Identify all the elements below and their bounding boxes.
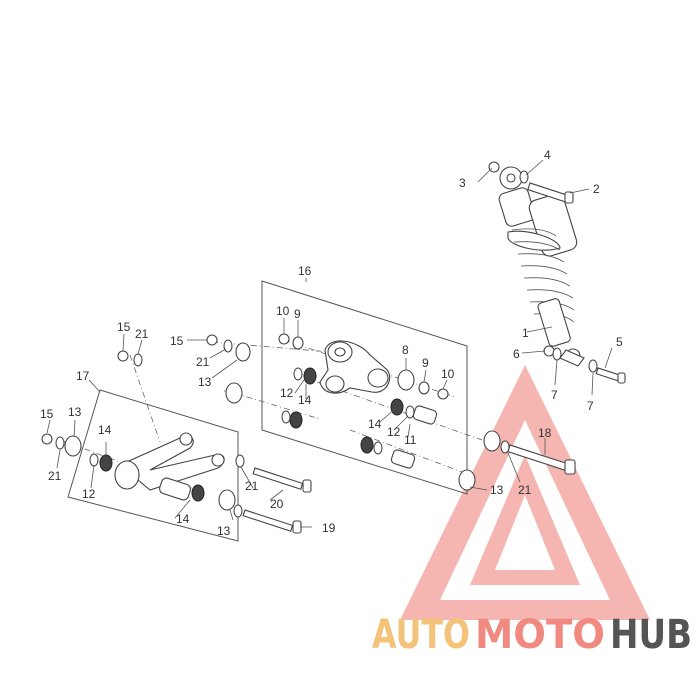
callout-9a: 9 [294, 307, 301, 321]
washer-7a [552, 347, 562, 361]
callout-14a: 14 [298, 393, 312, 407]
washer-9b [418, 381, 430, 395]
washer-7b [588, 359, 598, 373]
watermark-text-moto: MOTO [475, 612, 605, 658]
callout-13a: 13 [198, 375, 212, 389]
washers-right [218, 430, 510, 518]
callout-9b: 9 [422, 356, 429, 370]
callout-7a: 7 [551, 388, 558, 402]
callout-15c: 15 [40, 407, 54, 421]
bearings-rocker [281, 367, 415, 455]
callout-8: 8 [402, 343, 409, 357]
callout-1: 1 [522, 326, 529, 340]
callout-18: 18 [538, 426, 552, 440]
watermark-logo [400, 365, 650, 620]
group-frame-17 [67, 389, 239, 542]
nut-10b [437, 388, 449, 400]
connecting-rod [89, 432, 225, 502]
callout-21d: 21 [245, 479, 259, 493]
callout-14b: 14 [368, 417, 382, 431]
callout-7b: 7 [587, 399, 594, 413]
callout-20: 20 [270, 497, 284, 511]
callout-10b: 10 [441, 367, 455, 381]
shock-bolt-top [527, 182, 574, 204]
shock-absorber [498, 166, 585, 367]
callout-21c: 21 [48, 469, 62, 483]
callout-4: 4 [544, 148, 551, 162]
callout-13b: 13 [68, 405, 82, 419]
callout-2: 2 [593, 182, 600, 196]
callout-12b: 12 [387, 425, 401, 439]
callout-14c: 14 [98, 423, 112, 437]
nut-3 [488, 161, 500, 173]
watermark-wordmark: AUTO MOTO HUB [372, 612, 692, 658]
callout-17: 17 [76, 369, 90, 383]
bolt-20 [252, 467, 312, 493]
spacer-11 [390, 405, 438, 469]
callout-labels: 1 2 3 4 5 6 7 7 8 9 9 10 10 11 12 12 12 … [40, 148, 623, 538]
washer-9a [292, 336, 304, 350]
callout-10a: 10 [276, 304, 290, 318]
callout-13d: 13 [490, 483, 504, 497]
callout-16: 16 [298, 264, 312, 278]
callout-5: 5 [616, 335, 623, 349]
callout-11: 11 [404, 433, 417, 447]
callout-6: 6 [513, 347, 520, 361]
callout-12a: 12 [280, 386, 294, 400]
washer-4 [519, 170, 529, 184]
nut-10a [278, 333, 290, 345]
watermark-text-hub: HUB [610, 612, 692, 658]
callout-13c: 13 [217, 524, 231, 538]
callout-21b: 21 [196, 355, 210, 369]
bolt-19 [242, 509, 302, 534]
callout-21e: 21 [518, 483, 532, 497]
callout-21a: 21 [135, 327, 149, 341]
callout-15a: 15 [117, 320, 131, 334]
callout-15b: 15 [170, 334, 184, 348]
callout-12c: 12 [82, 487, 96, 501]
rocker-link [319, 340, 391, 394]
bushing-8 [397, 369, 415, 391]
group-frame-16 [261, 280, 468, 495]
callout-14d: 14 [176, 512, 190, 526]
watermark-text-auto: AUTO [372, 612, 470, 658]
callout-3: 3 [459, 176, 466, 190]
washers-left-rod [41, 433, 82, 457]
shock-bolt-bottom [595, 367, 626, 384]
callout-19: 19 [322, 521, 336, 535]
washers-left-group [117, 334, 251, 404]
leader-lines [46, 159, 613, 528]
